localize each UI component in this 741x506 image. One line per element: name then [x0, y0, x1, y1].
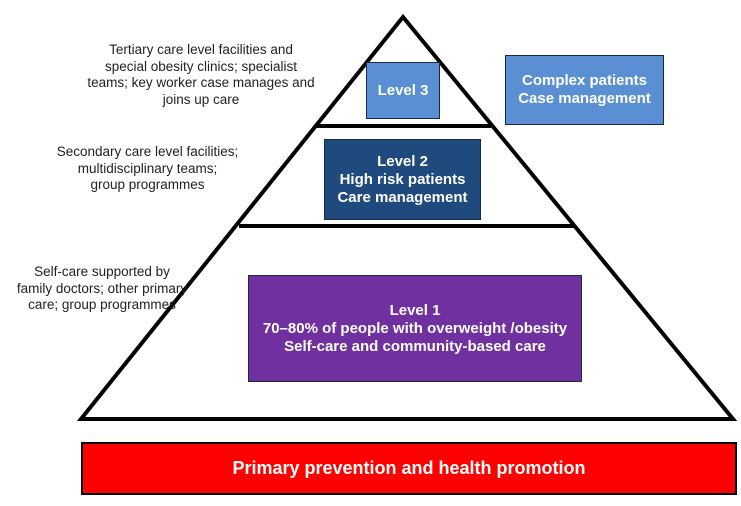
level1-box-line: 70–80% of people with overweight /obesit…	[262, 319, 568, 337]
level1-box-line: Self-care and community-based care	[284, 337, 546, 355]
level1-box: Level 1 70–80% of people with overweight…	[248, 275, 582, 382]
complex-box-line: Complex patients	[521, 72, 648, 89]
level2-description: Secondary care level facilities; multidi…	[56, 144, 239, 192]
primary-prevention-bar: Primary prevention and health promotion	[81, 442, 737, 495]
level2-box-line: Care management	[337, 188, 468, 206]
level2-box: Level 2 High risk patients Care manageme…	[324, 139, 481, 220]
level2-box-line: Level 2	[377, 152, 428, 170]
level3-description: Tertiary care level facilities and speci…	[87, 42, 315, 107]
primary-prevention-label: Primary prevention and health promotion	[232, 458, 586, 478]
level3-box: Level 3	[366, 62, 440, 119]
complex-box-line: Case management	[518, 90, 651, 107]
level2-box-line: High risk patients	[339, 170, 466, 188]
complex-patients-box: Complex patients Case management	[505, 55, 664, 125]
level1-box-line: Level 1	[389, 301, 441, 319]
level1-description: Self-care supported by family doctors; o…	[16, 264, 188, 312]
level3-box-line: Level 3	[377, 82, 429, 99]
